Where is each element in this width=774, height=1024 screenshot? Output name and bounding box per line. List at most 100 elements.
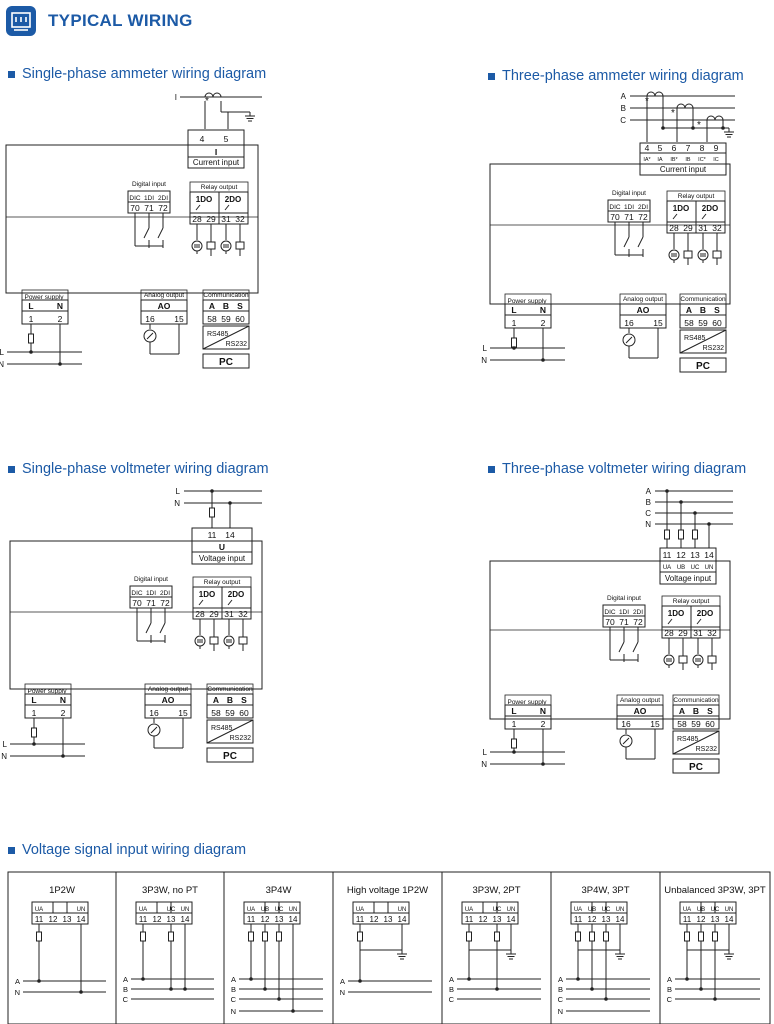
line-label: A xyxy=(667,975,672,984)
power-supply-title: Power supply xyxy=(24,294,64,301)
lamp-icon xyxy=(697,249,709,261)
terminal-number: 14 xyxy=(77,915,86,924)
analog-ao-label: AO xyxy=(162,695,175,705)
terminal-number: 14 xyxy=(289,915,298,924)
power-supply-box xyxy=(504,704,552,730)
rs485-label: RS485 xyxy=(684,335,706,342)
terminal-number: 1 xyxy=(32,708,37,718)
line-label: N xyxy=(0,360,4,369)
line-label: C xyxy=(645,509,651,518)
relay-coil-icon xyxy=(683,250,693,259)
terminal-number: 2 xyxy=(58,314,63,324)
terminal-number: 60 xyxy=(235,314,245,324)
terminal-label: IA* xyxy=(643,157,651,163)
line-label: A xyxy=(123,975,128,984)
terminal-number: 31 xyxy=(224,609,234,619)
rs232-label: RS232 xyxy=(226,341,248,348)
line-label: B xyxy=(123,985,128,994)
junction-dot xyxy=(661,126,665,130)
terminal-number: 11 xyxy=(663,550,672,560)
terminal-label: 2DI xyxy=(160,590,170,597)
line-label: A xyxy=(340,977,345,986)
line-label: N xyxy=(231,1007,236,1016)
terminal-label: UN xyxy=(705,565,714,571)
wire xyxy=(667,618,673,625)
terminal-number: 72 xyxy=(158,203,168,213)
terminal-number: 4 xyxy=(645,143,650,153)
relay-coil-icon xyxy=(238,636,248,645)
terminal-number: 29 xyxy=(678,628,688,638)
analog-ao-label: AO xyxy=(634,706,647,716)
terminal-number: 8 xyxy=(700,143,705,153)
analog-ao-label: AO xyxy=(158,301,171,311)
relay-coil-icon xyxy=(209,636,219,645)
terminal-number: 70 xyxy=(132,598,142,608)
junction-dot xyxy=(358,979,362,983)
terminal-number: 28 xyxy=(192,214,202,224)
terminal-number: 4 xyxy=(200,134,205,144)
communication-box xyxy=(206,693,254,719)
wire xyxy=(632,641,639,653)
wire xyxy=(206,719,254,744)
line-label: B xyxy=(558,985,563,994)
terminal-number: 58 xyxy=(207,314,217,324)
fuse-icon xyxy=(664,529,670,540)
terminal-label: N xyxy=(60,695,66,705)
relay-2do-label: 2DO xyxy=(228,590,244,599)
panel-title: 3P3W, 2PT xyxy=(472,885,520,896)
terminal-label: UB xyxy=(677,565,685,571)
line-label: C xyxy=(558,995,564,1004)
terminal-number: 5 xyxy=(224,134,229,144)
terminal-number: 12 xyxy=(261,915,270,924)
line-label: N xyxy=(558,1007,563,1016)
wire xyxy=(618,641,625,653)
terminal-number: 71 xyxy=(144,203,154,213)
terminal-number: 12 xyxy=(479,915,488,924)
terminal-label: 2DI xyxy=(158,195,168,202)
ct-icon xyxy=(646,91,664,97)
terminal-number: 15 xyxy=(653,318,663,328)
terminal-number: 11 xyxy=(35,915,44,924)
relay-1do-label: 1DO xyxy=(199,590,215,599)
analog-output-title: Analog output xyxy=(623,296,663,303)
line-label: C xyxy=(667,995,673,1004)
terminal-number: 11 xyxy=(683,915,692,924)
terminal-number: 12 xyxy=(697,915,706,924)
terminal-number: 1 xyxy=(512,719,517,729)
current-input-label: Current input xyxy=(660,165,707,174)
terminal-number: 16 xyxy=(621,719,631,729)
terminal-number: 1 xyxy=(512,318,517,328)
terminal-number: 71 xyxy=(146,598,156,608)
terminal-number: 32 xyxy=(238,609,248,619)
terminal-label: 2DI xyxy=(633,609,643,616)
converter-box xyxy=(206,719,254,744)
terminal-number: 16 xyxy=(624,318,634,328)
junction-dot xyxy=(713,997,717,1001)
line-label: I xyxy=(175,93,177,102)
pc-box xyxy=(679,357,727,373)
power-supply-title: Power supply xyxy=(27,688,67,695)
pc-label: PC xyxy=(223,751,237,762)
terminal-number: 70 xyxy=(605,617,615,627)
terminal-number: 59 xyxy=(221,314,231,324)
pc-box xyxy=(206,747,254,763)
terminal-number: 11 xyxy=(208,530,217,540)
terminal-label: UA xyxy=(574,907,582,913)
junction-dot xyxy=(541,358,545,362)
converter-box xyxy=(672,730,720,755)
wire xyxy=(145,622,152,634)
section-title-sp-voltmeter: Single-phase voltmeter wiring diagram xyxy=(8,461,269,477)
terminal-label: UN xyxy=(289,907,298,913)
line-label: N xyxy=(481,356,487,365)
terminal-number: 11 xyxy=(356,915,365,924)
relay-output-title: Relay output xyxy=(678,193,715,200)
polarity-mark: * xyxy=(205,96,209,107)
communication-box xyxy=(202,299,250,325)
terminal-number: 11 xyxy=(574,915,583,924)
fuse-icon xyxy=(209,507,215,518)
terminal-label: 1DI xyxy=(146,590,156,597)
junction-dot xyxy=(495,987,499,991)
terminal-label: 1DI xyxy=(619,609,629,616)
junction-dot xyxy=(183,987,187,991)
terminal-number: 6 xyxy=(672,143,677,153)
